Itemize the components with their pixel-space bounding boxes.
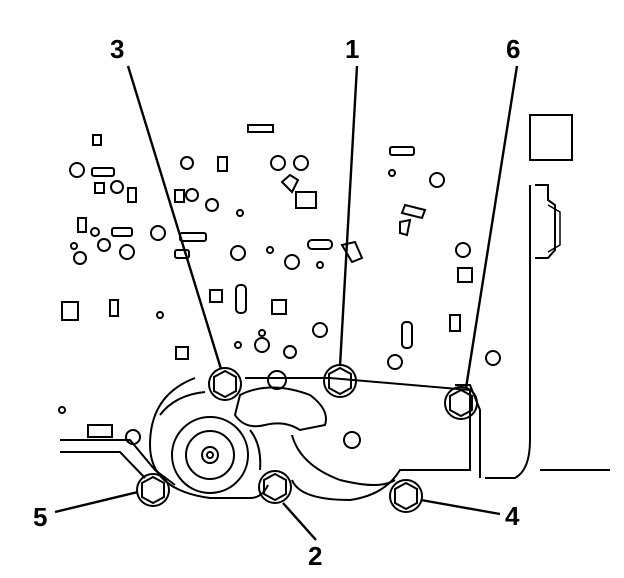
case-edge [485, 114, 610, 479]
bolt-6-icon [444, 386, 478, 420]
bolt-5-icon [136, 473, 170, 507]
bolt-3-icon [208, 367, 242, 401]
valve-body-plate [60, 384, 481, 486]
leader-line-6 [464, 65, 519, 389]
leader-line-3 [126, 65, 223, 370]
callout-1: 1 [345, 34, 359, 64]
callout-5: 5 [33, 502, 47, 532]
bolt-1-icon [323, 364, 357, 398]
bolt-4-icon [389, 479, 423, 513]
callout-3: 3 [110, 34, 124, 64]
callout-labels: 1 2 3 4 5 6 [33, 34, 520, 571]
leader-lines [54, 65, 519, 541]
leader-line-2 [282, 502, 317, 541]
callout-4: 4 [505, 501, 520, 531]
leader-line-4 [420, 498, 501, 516]
leader-line-1 [338, 65, 359, 367]
callout-2: 2 [308, 541, 322, 571]
accumulator-assembly [148, 370, 471, 502]
callout-6: 6 [506, 34, 520, 64]
valve-body-passages [58, 124, 501, 449]
bolt-2-icon [258, 470, 292, 504]
leader-line-5 [54, 490, 139, 514]
